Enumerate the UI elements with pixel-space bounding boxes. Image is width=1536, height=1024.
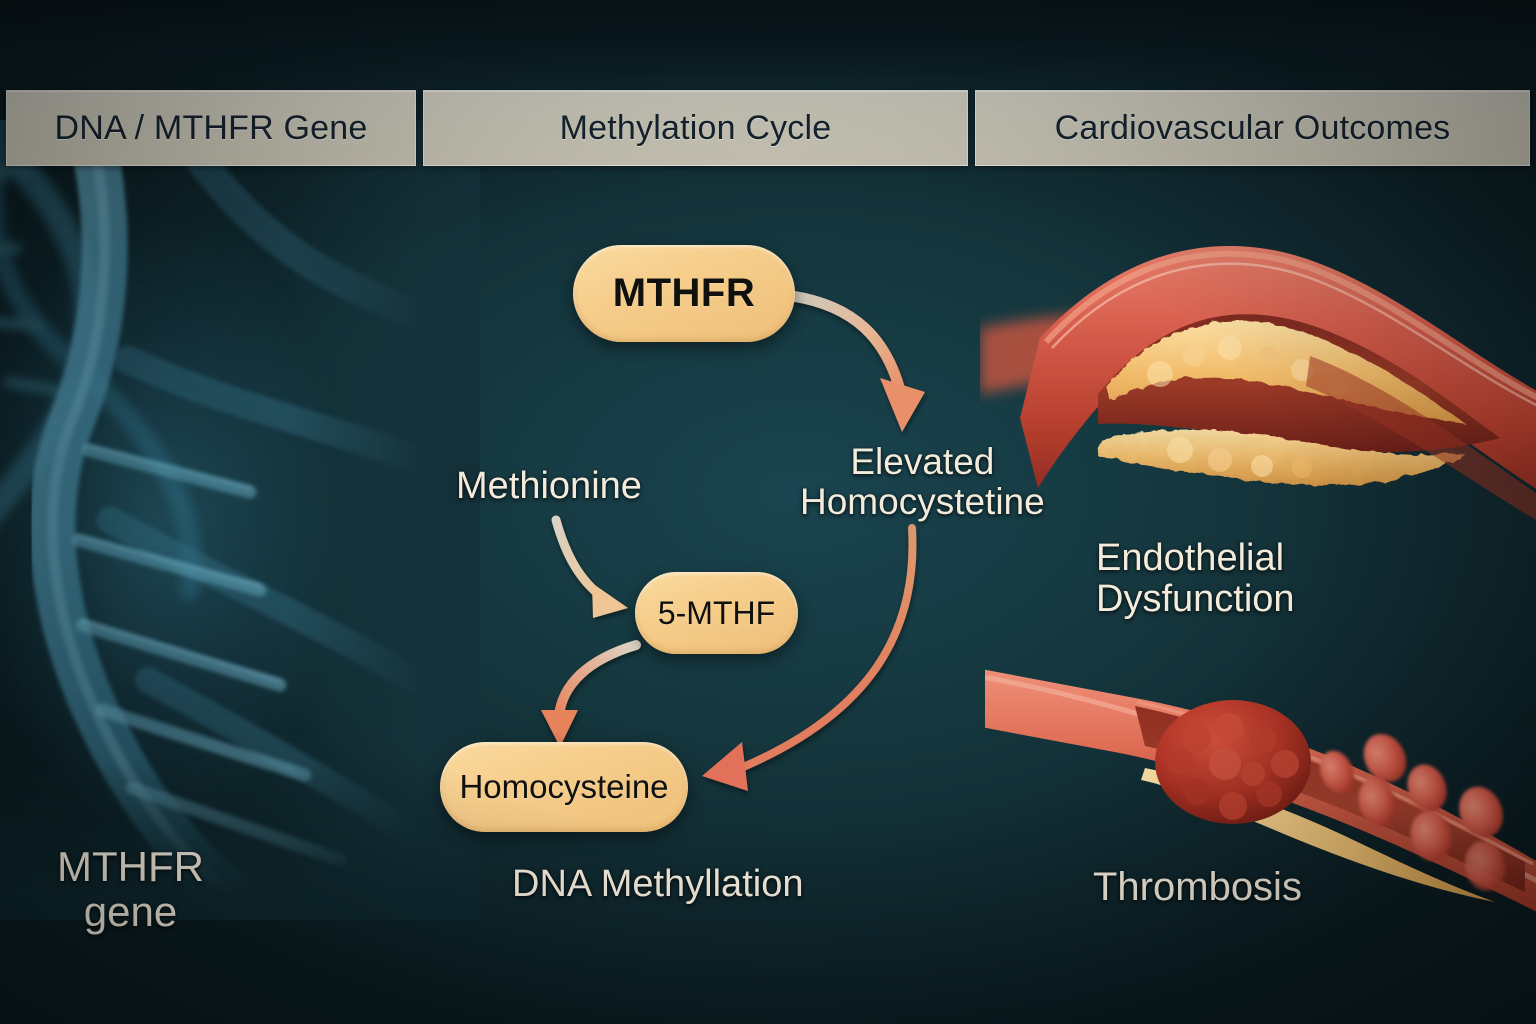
dna-helix-illustration — [0, 120, 480, 920]
label-line-2: Homocystetine — [800, 480, 1045, 522]
caption-line-2: Dysfunction — [1096, 577, 1295, 620]
tab-methylation-cycle[interactable]: Methylation Cycle — [423, 90, 968, 166]
node-label: MTHFR — [612, 271, 756, 315]
tab-label: Methylation Cycle — [559, 108, 832, 147]
label-dna-methyllation: DNA Methyllation — [512, 863, 804, 905]
node-homocysteine[interactable]: Homocysteine — [440, 742, 688, 832]
node-label: Homocysteine — [459, 768, 669, 805]
label-elevated-homocystetine: Elevated Homocystetine — [800, 442, 1045, 521]
caption-endothelial-dysfunction: Endothelial Dysfunction — [1096, 538, 1295, 619]
caption-mthfr-gene: MTHFR gene — [57, 843, 204, 935]
header-backdrop — [0, 0, 1536, 90]
tab-label: DNA / MTHFR Gene — [54, 108, 368, 147]
caption-line-2: gene — [83, 887, 178, 935]
tab-dna-mthfr-gene[interactable]: DNA / MTHFR Gene — [6, 90, 416, 166]
label-line-1: Elevated — [850, 441, 995, 482]
dna-bottom-fade — [0, 760, 480, 920]
node-5-mthf[interactable]: 5-MTHF — [635, 572, 798, 654]
node-label: 5-MTHF — [657, 594, 776, 631]
caption-thrombosis: Thrombosis — [1093, 865, 1302, 909]
caption-line-1: Endothelial — [1096, 537, 1285, 579]
node-mthfr[interactable]: MTHFR — [573, 245, 795, 342]
label-methionine: Methionine — [456, 465, 642, 507]
tab-label: Cardiovascular Outcomes — [1054, 108, 1451, 147]
caption-line-1: MTHFR — [57, 843, 204, 890]
section-header-bar: DNA / MTHFR Gene Methylation Cycle Cardi… — [6, 90, 1530, 166]
tab-cardiovascular-outcomes[interactable]: Cardiovascular Outcomes — [975, 90, 1530, 166]
